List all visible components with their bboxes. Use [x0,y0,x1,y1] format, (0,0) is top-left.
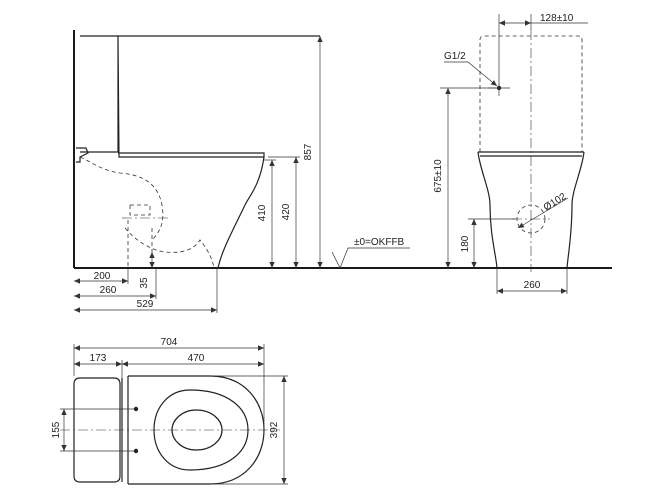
dim-128-label: 128±10 [540,13,574,24]
dim-420-label: 420 [281,203,292,220]
inlet-leader [444,61,498,87]
inlet-size-label: G1/2 [444,51,466,62]
dim-173-label: 173 [90,353,107,364]
dim-392-label: 392 [269,421,280,438]
bowl-outline [76,147,265,269]
dim-35-label: 35 [139,277,150,289]
fixing-hole-bottom [133,448,139,454]
fixing-hole-top [133,406,139,412]
pipe-diameter-leader [517,197,569,229]
top-tank-outline [73,377,121,483]
dim-410-label: 410 [257,204,268,221]
tank-outline [80,35,320,158]
trap-hidden-line [79,156,215,269]
floor-level-label: ±0=OKFFB [354,237,405,248]
dim-857-label: 857 [303,143,314,160]
top-bowl-rim [153,389,249,471]
dim-260-front-label: 260 [524,280,541,291]
pipe-diameter-label: Ø102 [542,191,569,214]
dim-155-label: 155 [51,421,62,438]
top-view: 704 173 470 155 392 [51,337,288,485]
front-tank-outline [479,35,583,152]
front-view: G1/2 128±10 675±10 180 Ø102 260 [433,13,588,294]
dim-200-label: 200 [94,271,111,282]
top-bowl-opening [171,409,223,451]
side-view: 857 420 410 ±0=OKFFB 35 200 260 529 [73,30,612,313]
dim-529-label: 529 [137,299,154,310]
floor-level-symbol [331,247,410,269]
dim-180-label: 180 [460,235,471,252]
dim-675-label: 675±10 [433,159,444,193]
dim-470-label: 470 [188,353,205,364]
dim-260-label: 260 [100,285,117,296]
dim-704-label: 704 [161,337,178,348]
